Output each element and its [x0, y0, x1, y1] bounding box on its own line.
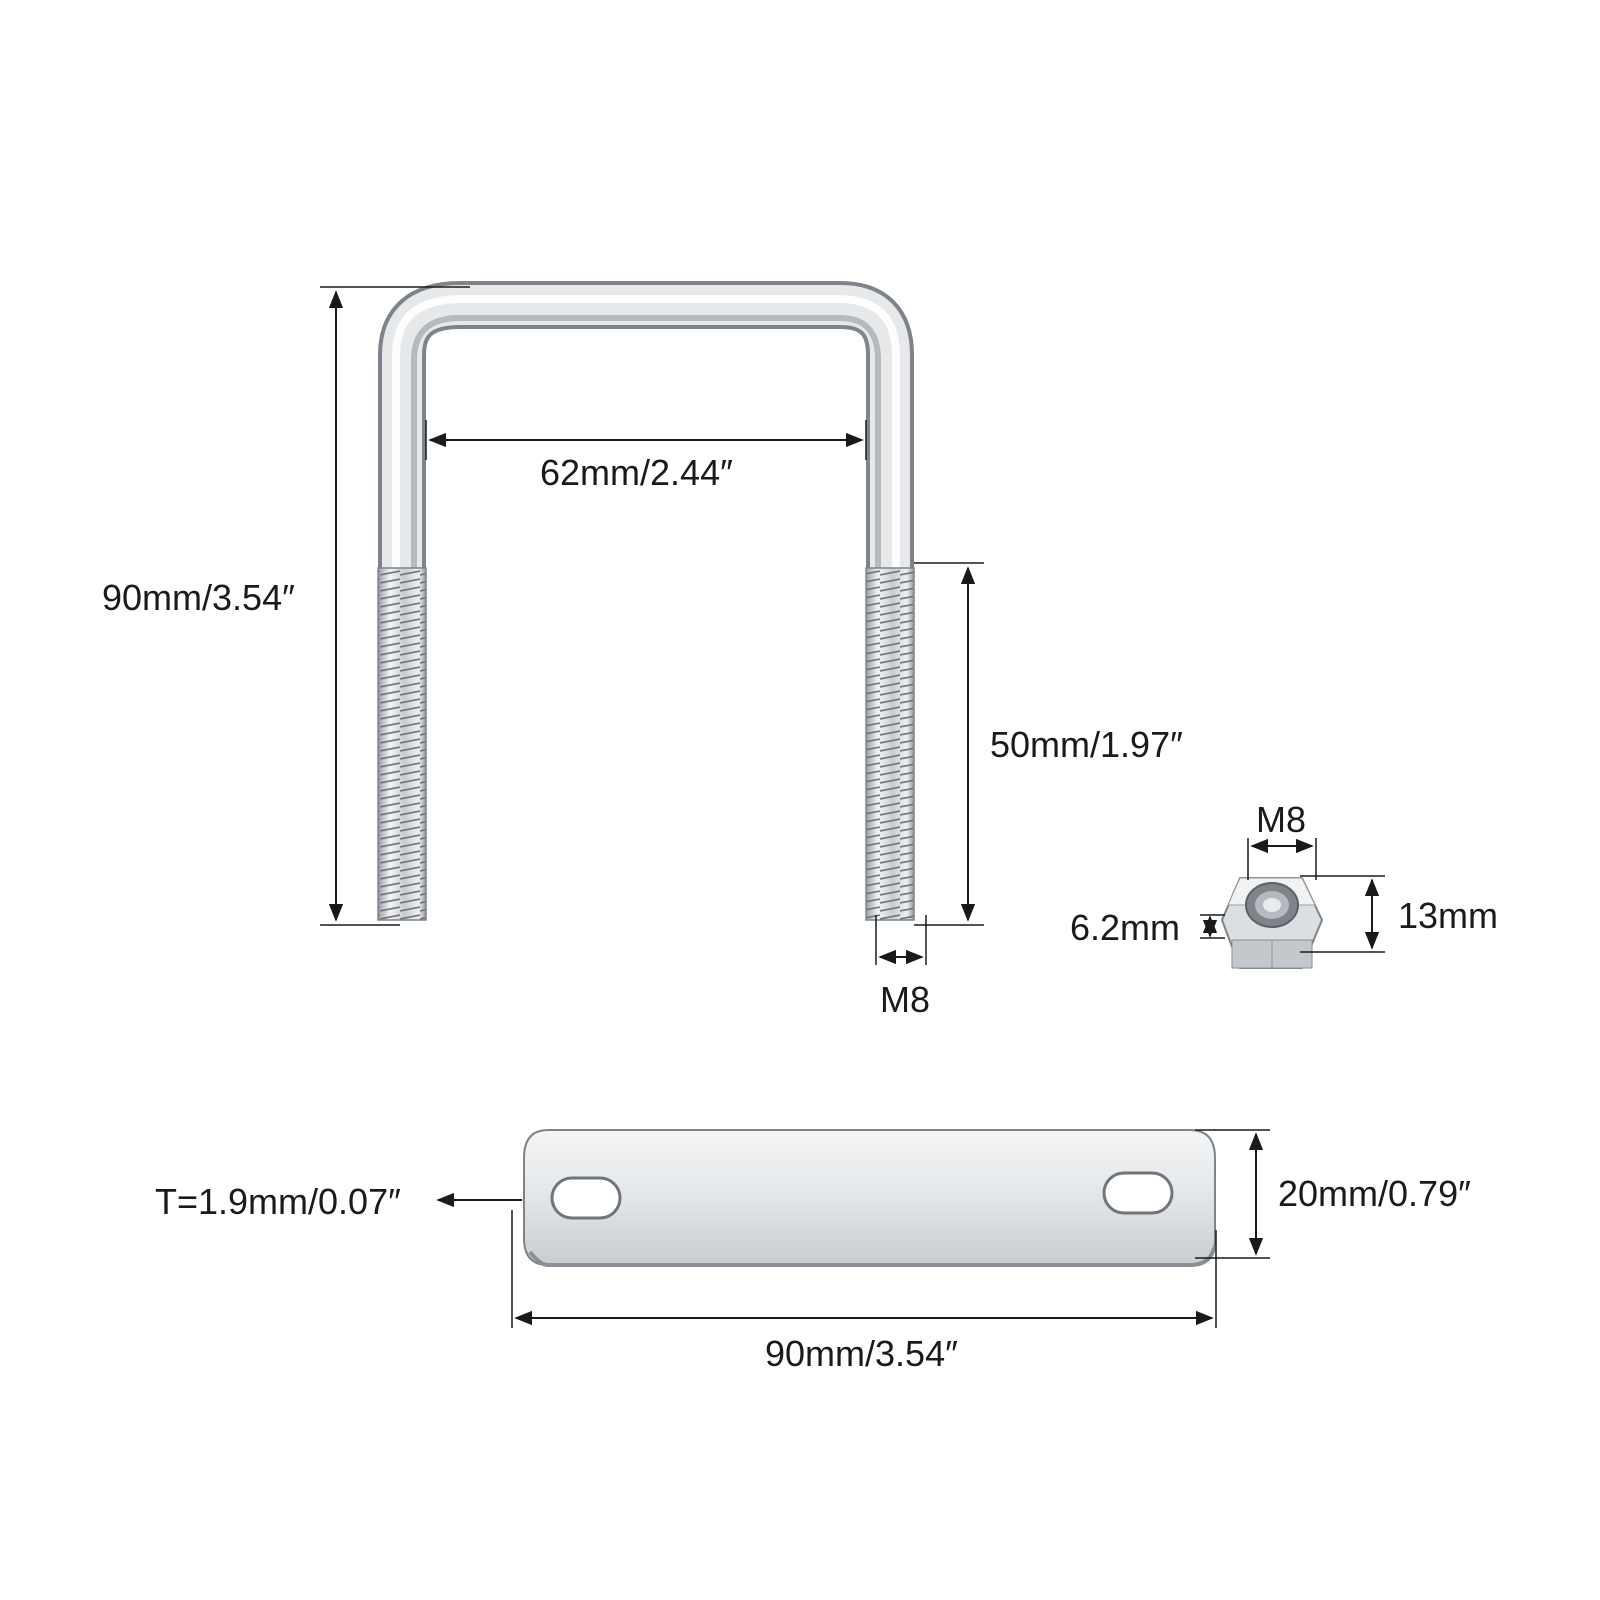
right-thread	[865, 567, 915, 921]
nut-thread-label: M8	[1256, 799, 1306, 840]
nut-thickness-label: 6.2mm	[1070, 907, 1180, 948]
plate-slot-right	[1102, 1171, 1174, 1215]
plate-slot-left	[550, 1176, 622, 1220]
hex-nut: M8 6.2mm 13mm	[1070, 799, 1498, 969]
backing-plate: T=1.9mm/0.07″ 20mm/0.79″ 90mm/3.54″	[155, 1129, 1471, 1374]
plate-height-label: 20mm/0.79″	[1278, 1173, 1471, 1214]
thread-size-label: M8	[880, 979, 930, 1020]
ubolt-height-label: 90mm/3.54″	[102, 577, 295, 618]
thread-length-label: 50mm/1.97″	[990, 724, 1183, 765]
ubolt-inner-width-label: 62mm/2.44″	[540, 452, 733, 493]
left-thread	[377, 567, 427, 921]
nut-width-label: 13mm	[1398, 895, 1498, 936]
u-bolt-body	[378, 281, 914, 920]
plate-length-label: 90mm/3.54″	[765, 1333, 958, 1374]
plate-thickness-label: T=1.9mm/0.07″	[155, 1181, 401, 1222]
u-bolt: 90mm/3.54″ 62mm/2.44″ 50mm/1.97″ M8	[102, 281, 1183, 1020]
